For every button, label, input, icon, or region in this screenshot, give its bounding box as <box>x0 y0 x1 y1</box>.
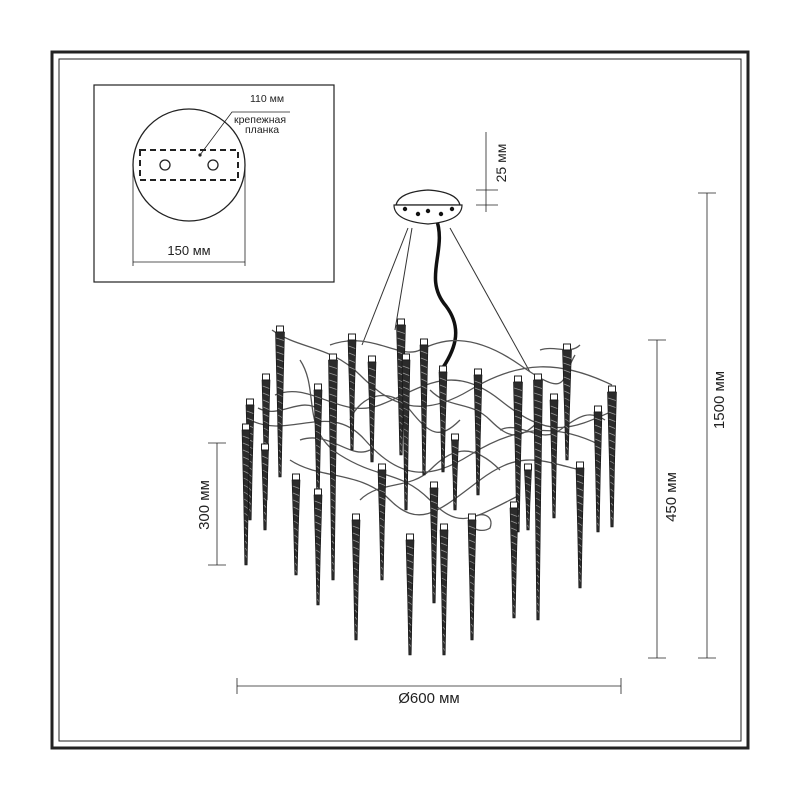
crystal-pendant <box>473 368 483 496</box>
canopy-base <box>393 204 463 225</box>
crystal-pendant <box>401 353 411 511</box>
crystal-pendant <box>367 355 377 463</box>
crystal-pendant <box>351 513 361 641</box>
mount-hole-right <box>207 159 219 171</box>
crystal-pendant <box>405 533 415 656</box>
crystal-pendant <box>347 333 357 451</box>
crystal-pendant <box>313 383 323 501</box>
crystal-pendant <box>291 473 301 576</box>
canopy-fixtures <box>402 206 455 217</box>
crystal-pendant <box>261 443 269 531</box>
canopy-stud <box>425 208 431 214</box>
crystal-pendant <box>524 463 532 531</box>
canopy-stud <box>402 206 408 212</box>
crystal-pendant <box>438 365 448 473</box>
pendant-length-label: 300 мм <box>196 480 213 530</box>
arm-wire <box>539 344 581 351</box>
canopy-inset: 110 мм крепежная планка 150 мм <box>93 84 335 283</box>
canopy-circle <box>132 108 246 222</box>
arm-wire <box>271 329 613 407</box>
crystal-pendant <box>377 463 387 581</box>
total-height-dimension: 1500 мм <box>698 192 728 659</box>
body-height-dimension: 450 мм <box>648 339 680 659</box>
diameter-dimension: Ø600 мм <box>236 678 622 707</box>
crystal-pendant <box>451 433 459 511</box>
arm-wire <box>429 389 541 436</box>
suspension-cable <box>449 227 531 373</box>
crystal-pendant <box>562 343 572 461</box>
crystal-pendant <box>533 373 543 621</box>
body-height-label: 450 мм <box>663 472 680 522</box>
chandelier-illustration <box>241 189 617 656</box>
mount-hole-left <box>159 159 171 171</box>
crystal-pendant <box>593 405 603 533</box>
total-height-label: 1500 мм <box>711 371 728 429</box>
crystal-pendant <box>467 513 477 641</box>
arm-wire <box>299 437 371 453</box>
crystal-pendant <box>549 393 559 519</box>
plate-name-line2: планка <box>245 124 279 136</box>
crystal-pendants <box>241 318 617 656</box>
crystal-pendant <box>439 523 449 656</box>
plate-name-line1: крепежная <box>234 114 286 126</box>
canopy-stud <box>415 211 421 217</box>
diameter-label: Ø600 мм <box>398 690 460 707</box>
crystal-pendant <box>241 423 251 566</box>
tangled-arms <box>249 329 616 532</box>
plate-leader-line <box>199 111 290 156</box>
mounting-plate <box>139 149 239 181</box>
crystal-pendant <box>328 353 338 581</box>
outer-frame <box>50 50 750 750</box>
crystal-pendant <box>429 481 439 604</box>
power-cord <box>433 217 458 374</box>
canopy-height-label: 25 мм <box>493 144 509 183</box>
arm-wire <box>249 419 601 473</box>
suspension-cable <box>361 227 409 346</box>
crystal-pendant <box>513 375 523 533</box>
crystal-pendant <box>575 461 585 589</box>
canopy-height-dimension: 25 мм <box>476 132 509 212</box>
arm-wire <box>274 379 616 429</box>
canopy-stud <box>449 206 455 212</box>
suspension-cable <box>394 227 413 331</box>
inset-box <box>93 84 335 283</box>
crystal-pendant <box>313 488 323 606</box>
crystal-pendant <box>275 325 285 478</box>
crystal-pendant <box>509 501 519 619</box>
arm-wire <box>329 339 576 385</box>
pendant-length-dimension: 300 мм <box>196 442 226 566</box>
canopy-stud <box>438 211 444 217</box>
plate-width-label: 110 мм <box>250 93 284 105</box>
inner-frame <box>58 58 742 742</box>
canopy-diameter-label: 150 мм <box>167 243 210 258</box>
crystal-pendant <box>607 385 617 528</box>
crystal-pendant <box>419 338 429 476</box>
canopy <box>395 189 461 206</box>
